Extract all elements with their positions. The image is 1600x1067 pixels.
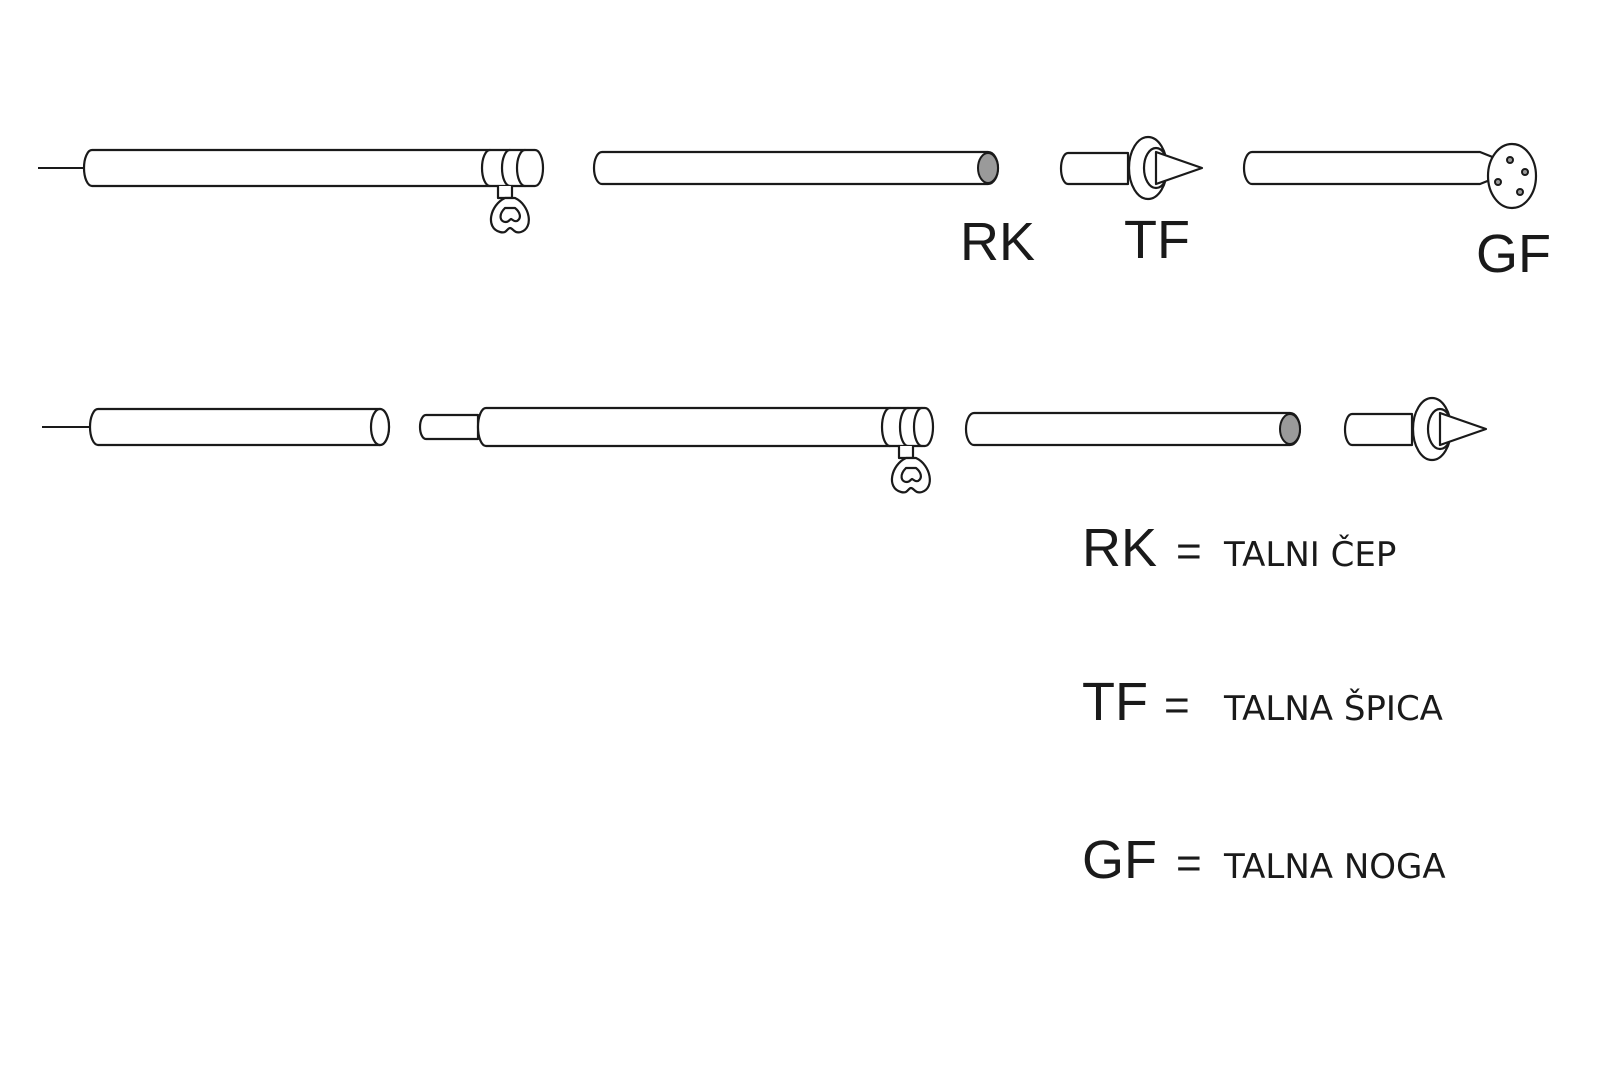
pole-rk-2 xyxy=(964,411,1302,447)
pole-rk-1 xyxy=(592,150,1000,186)
tf-stem-1 xyxy=(1059,151,1130,186)
gf-foot-plate-icon xyxy=(1486,142,1538,210)
gf-hole-4 xyxy=(1521,168,1529,176)
wing-nut-2-hole-icon xyxy=(900,466,922,484)
row-2-parts xyxy=(42,396,1488,494)
clamp-rings-1 xyxy=(480,148,527,188)
legend-description: TALNA ŠPICA xyxy=(1223,688,1443,729)
tf-tip-icon xyxy=(1154,150,1204,186)
legend-description: TALNA NOGA xyxy=(1223,847,1446,887)
row-1-parts: RK TF GF xyxy=(38,135,1551,284)
label-tf: TF xyxy=(1124,210,1190,270)
rk-cap-icon xyxy=(977,152,999,184)
wing-nut-hole-icon xyxy=(499,206,521,224)
label-rk: RK xyxy=(960,212,1035,272)
pole-tube-3 xyxy=(88,407,391,447)
gf-hole-3 xyxy=(1516,188,1524,196)
legend-row-rk: RK = TALNI ČEP xyxy=(1082,518,1396,578)
label-gf: GF xyxy=(1476,224,1551,284)
legend-equals: = xyxy=(1176,839,1202,888)
pole-tube-5 xyxy=(964,411,1302,447)
legend-equals: = xyxy=(1176,527,1202,576)
legend-code: TF xyxy=(1082,672,1148,732)
legend-code: RK xyxy=(1082,518,1157,578)
clamp-neck-2 xyxy=(897,444,915,460)
legend-row-gf: GF = TALNA NOGA xyxy=(1082,830,1446,890)
clamp-rings-2 xyxy=(880,406,924,448)
pole-telescopic-with-clamp xyxy=(418,406,935,494)
rk-cap-2-icon xyxy=(1279,413,1301,445)
tf-spike-2 xyxy=(1343,396,1488,462)
tf-spike-1 xyxy=(1059,135,1204,201)
clamp-neck-1 xyxy=(496,184,514,200)
tf-stem-2 xyxy=(1343,412,1414,447)
gf-hole-2 xyxy=(1494,178,1502,186)
gf-pole-tube xyxy=(1242,150,1502,186)
pole-tube-2 xyxy=(592,150,1000,186)
legend-equals: = xyxy=(1164,681,1190,730)
legend-description: TALNI ČEP xyxy=(1223,534,1396,575)
legend: RK = TALNI ČEP TF = TALNA ŠPICA GF = TAL… xyxy=(1082,518,1446,890)
legend-code: GF xyxy=(1082,830,1157,890)
gf-foot-1 xyxy=(1242,142,1538,210)
inner-tube-stub xyxy=(418,413,480,441)
pole-tube-1 xyxy=(82,148,545,188)
pole-short-with-cord xyxy=(42,407,391,447)
tf-tip-2-icon xyxy=(1438,411,1488,447)
pole-with-clamp-1 xyxy=(38,148,545,234)
pole-tube-4 xyxy=(476,406,935,448)
pole-tube-3-end xyxy=(369,407,391,447)
gf-hole-1 xyxy=(1506,156,1514,164)
legend-row-tf: TF = TALNA ŠPICA xyxy=(1082,672,1443,732)
